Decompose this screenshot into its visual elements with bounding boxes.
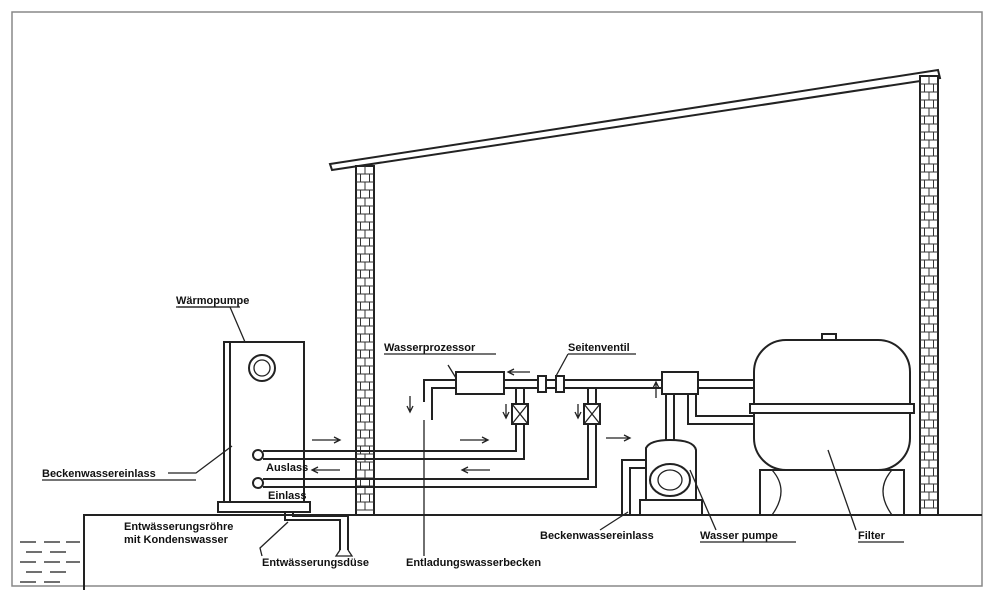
label-outlet: Auslass (266, 462, 308, 474)
bypass-valve-right (583, 403, 601, 425)
label-discharge-pool: Entladungswasserbecken (406, 557, 541, 569)
side-valve (537, 375, 565, 393)
pipe-union (661, 371, 699, 395)
leader-lines (168, 306, 857, 557)
label-heat-pump: Wärmopumpe (176, 295, 249, 307)
label-filter: Filter (858, 530, 886, 542)
pool-water (20, 541, 80, 583)
flow-arrows (310, 368, 660, 474)
label-water-processor: Wasserprozessor (384, 342, 476, 354)
water-pump (639, 438, 703, 516)
label-underlines (42, 306, 904, 543)
bypass-valve-left (511, 403, 529, 425)
label-drainage-tube: Entwässerungsröhre (124, 521, 233, 533)
heat-pump-pipes (252, 424, 597, 489)
label-inlet: Einlass (268, 490, 307, 502)
label-water-pump: Wasser pumpe (700, 530, 778, 542)
roof (328, 68, 942, 172)
drainage-pipe (284, 512, 349, 550)
pump-pipes (621, 394, 754, 515)
water-processor (455, 371, 505, 395)
main-pipeline (423, 379, 754, 420)
brick-wall-left (355, 165, 375, 516)
filter-tank (749, 333, 915, 516)
label-side-valve: Seitenventil (568, 342, 630, 354)
label-with-condensate: mit Kondenswasser (124, 534, 229, 546)
brick-wall-right (919, 75, 939, 516)
label-pool-water-inlet-right: Beckenwassereinlass (540, 530, 654, 542)
diagram-frame (11, 11, 983, 587)
heat-pump-unit (217, 341, 311, 513)
drainage-nozzle (334, 549, 354, 557)
label-drainage-nozzle: Entwässerungsdüse (262, 557, 369, 569)
label-pool-water-inlet-left: Beckenwassereinlass (42, 468, 156, 480)
